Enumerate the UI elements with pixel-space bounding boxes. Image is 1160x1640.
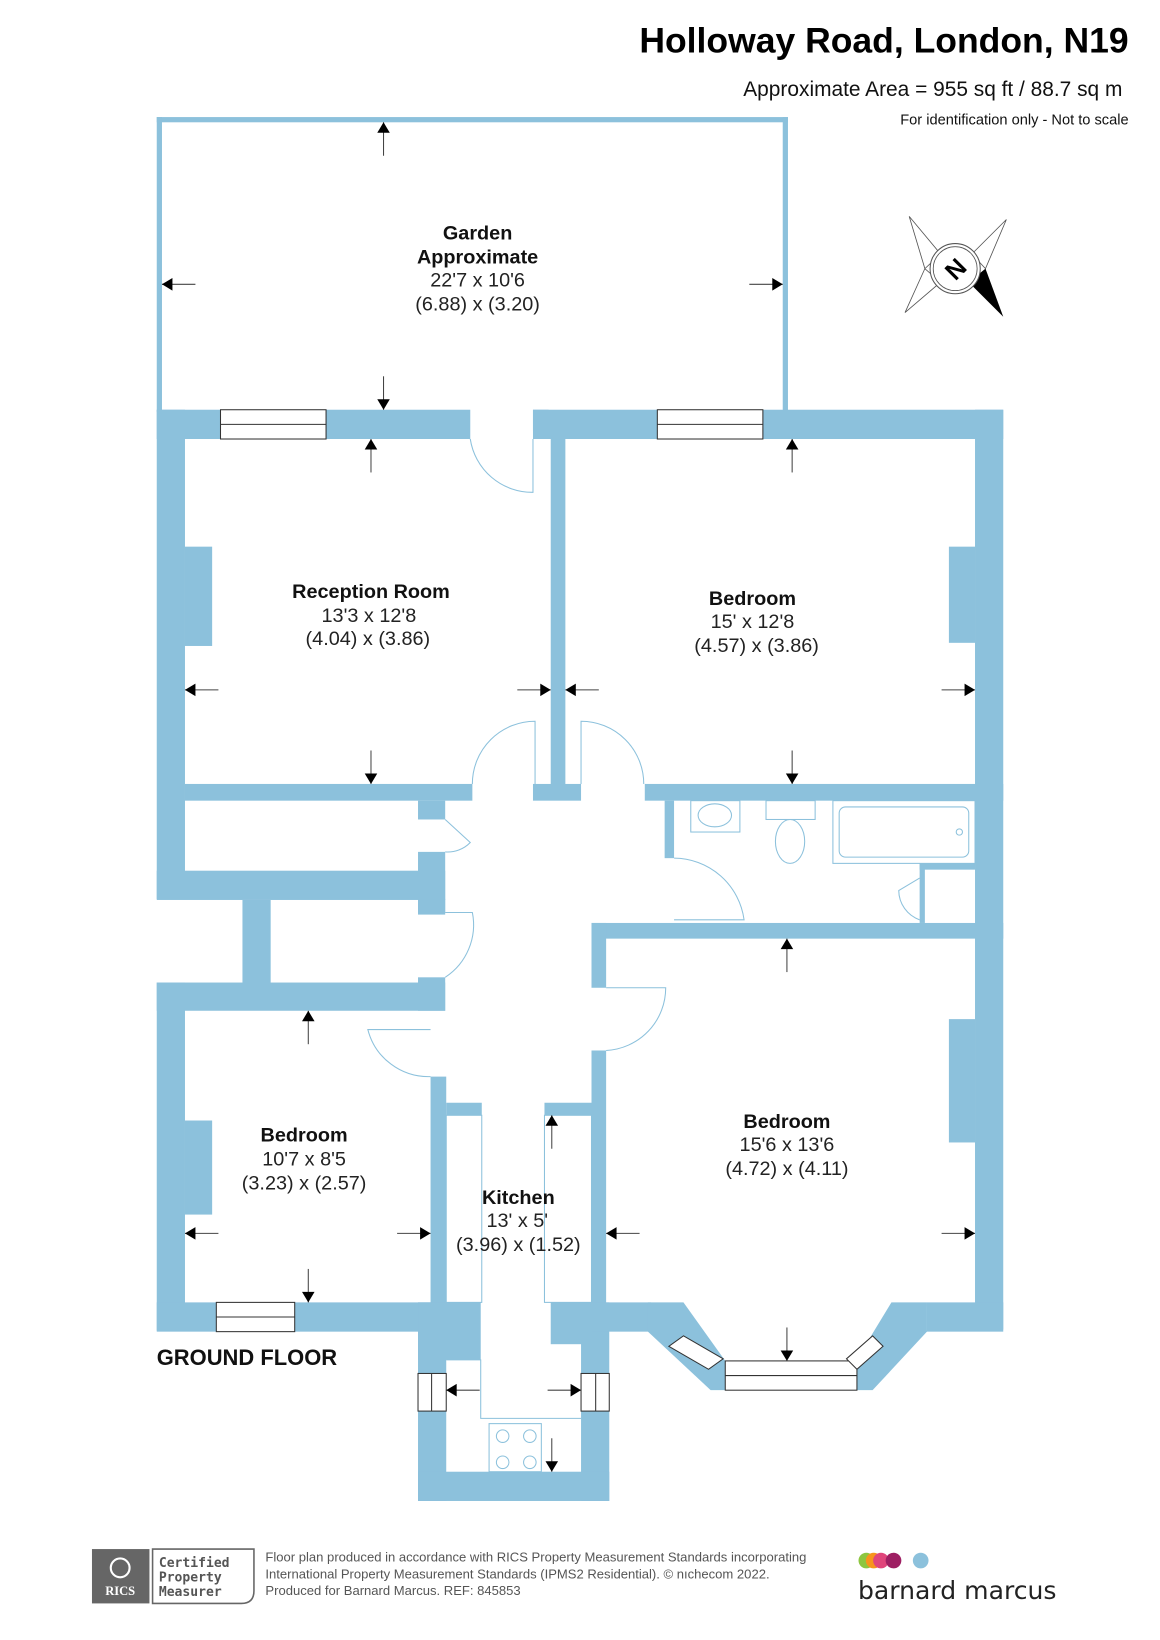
room-dim-imperial: 10'7 x 8'5 bbox=[262, 1148, 346, 1170]
room-bedroom-3: Bedroom 15'6 x 13'6 (4.72) x (4.11) bbox=[725, 1111, 848, 1180]
footer-line-2: International Property Measurement Stand… bbox=[265, 1566, 769, 1581]
toilet-icon bbox=[765, 800, 816, 821]
measure-arrow-head-icon bbox=[420, 1227, 431, 1240]
door-swings bbox=[367, 438, 920, 1078]
room-dim-imperial: 13'3 x 12'8 bbox=[322, 605, 417, 627]
measure-arrow-head-icon bbox=[540, 683, 551, 697]
room-dim-imperial: 13' x 5' bbox=[486, 1210, 548, 1232]
room-reception: Reception Room 13'3 x 12'8 (4.04) x (3.8… bbox=[292, 581, 450, 650]
footer-line-3: Produced for Barnard Marcus. REF: 845853 bbox=[265, 1583, 520, 1598]
rics-badge-text: RICS bbox=[105, 1584, 135, 1598]
room-dim-metric: (4.04) x (3.86) bbox=[306, 628, 431, 650]
footer-line-1: Floor plan produced in accordance with R… bbox=[265, 1550, 806, 1565]
floor-label: GROUND FLOOR bbox=[157, 1345, 338, 1370]
measure-arrow-head-icon bbox=[364, 773, 378, 784]
measure-arrow-head-icon bbox=[161, 278, 173, 291]
room-dim-metric: (4.57) x (3.86) bbox=[694, 635, 819, 657]
measure-arrow-head-icon bbox=[302, 1291, 315, 1303]
measure-arrow-head-icon bbox=[377, 122, 390, 133]
room-bedroom-2: Bedroom 10'7 x 8'5 (3.23) x (2.57) bbox=[242, 1124, 367, 1194]
certified-line-3: Measurer bbox=[159, 1585, 222, 1600]
measure-arrow-head-icon bbox=[964, 683, 976, 697]
measure-arrow-head-icon bbox=[545, 1461, 559, 1472]
room-dim-metric: (3.23) x (2.57) bbox=[242, 1172, 367, 1194]
room-dim-imperial: 22'7 x 10'6 bbox=[430, 269, 525, 291]
compass-rose-icon: N bbox=[904, 216, 1007, 317]
walls bbox=[156, 409, 1004, 1501]
measure-arrow-head-icon bbox=[785, 773, 799, 784]
measure-arrow-head-icon bbox=[570, 1383, 582, 1397]
measure-arrow-head-icon bbox=[780, 1350, 794, 1361]
approximate-area: Approximate Area = 955 sq ft / 88.7 sq m bbox=[743, 78, 1122, 101]
measure-arrow-head-icon bbox=[785, 439, 799, 450]
room-kitchen: Kitchen 13' x 5' (3.96) x (1.52) bbox=[456, 1187, 581, 1256]
room-dim-imperial: 15' x 12'8 bbox=[711, 611, 795, 633]
measure-arrow-head-icon bbox=[565, 683, 576, 697]
measure-arrow-head-icon bbox=[184, 1227, 196, 1240]
property-title: Holloway Road, London, N19 bbox=[639, 20, 1128, 60]
garden-boundary bbox=[156, 117, 788, 412]
room-name: Kitchen bbox=[482, 1187, 555, 1209]
measure-arrow-head-icon bbox=[545, 1115, 559, 1126]
rics-lion-icon bbox=[109, 1557, 131, 1579]
windows bbox=[215, 409, 884, 1412]
rics-badge: RICS Certified Property Measurer bbox=[91, 1548, 255, 1605]
measure-arrow-head-icon bbox=[606, 1227, 617, 1240]
measure-arrow-head-icon bbox=[184, 683, 196, 697]
barnard-marcus-logo: barnard marcus bbox=[858, 1552, 1056, 1605]
room-name: Reception Room bbox=[292, 581, 450, 603]
certified-line-1: Certified bbox=[159, 1556, 230, 1571]
room-name-2: Approximate bbox=[417, 246, 538, 268]
measure-arrow-head-icon bbox=[377, 399, 390, 410]
room-name: Garden bbox=[443, 222, 512, 244]
room-name: Bedroom bbox=[261, 1124, 348, 1146]
kitchen-fixtures bbox=[445, 1114, 593, 1473]
room-bedroom-1: Bedroom 15' x 12'8 (4.57) x (3.86) bbox=[694, 588, 819, 657]
room-garden: Garden Approximate 22'7 x 10'6 (6.88) x … bbox=[415, 222, 540, 315]
room-dim-imperial: 15'6 x 13'6 bbox=[740, 1134, 835, 1156]
room-dim-metric: (3.96) x (1.52) bbox=[456, 1234, 581, 1256]
measure-arrow-head-icon bbox=[772, 278, 783, 291]
kitchen-counter-left bbox=[445, 1114, 483, 1303]
room-name: Bedroom bbox=[743, 1111, 830, 1133]
measure-arrow-head-icon bbox=[446, 1383, 457, 1397]
certified-line-2: Property bbox=[159, 1570, 222, 1585]
brand-name: barnard marcus bbox=[858, 1576, 1056, 1605]
measure-arrow-head-icon bbox=[364, 439, 378, 450]
measurement-arrows bbox=[161, 122, 976, 1472]
measure-arrow-head-icon bbox=[780, 938, 794, 950]
room-name: Bedroom bbox=[709, 588, 796, 610]
room-dim-metric: (4.72) x (4.11) bbox=[725, 1158, 848, 1180]
disclaimer: For identification only - Not to scale bbox=[900, 112, 1128, 128]
bathroom-fixtures bbox=[690, 800, 976, 864]
measure-arrow-head-icon bbox=[302, 1010, 315, 1022]
room-dim-metric: (6.88) x (3.20) bbox=[415, 293, 540, 315]
measure-arrow-head-icon bbox=[964, 1227, 976, 1240]
